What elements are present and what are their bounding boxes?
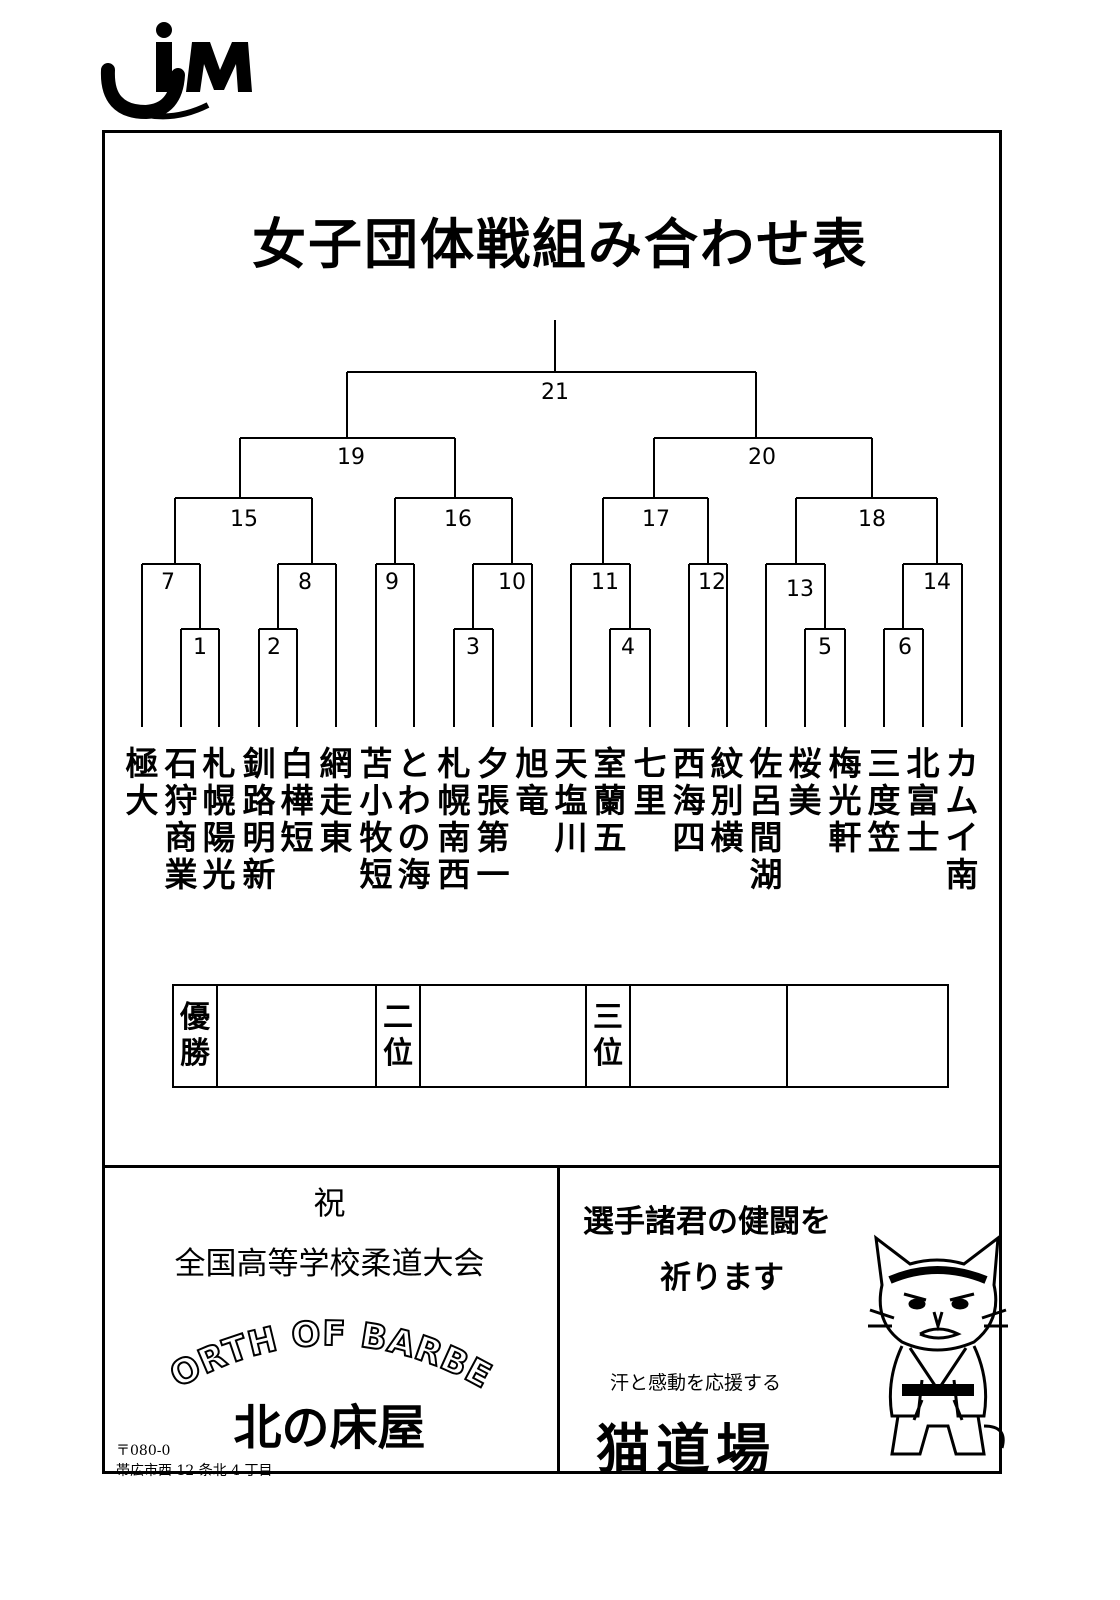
match-number-7: 7 [161,570,175,595]
match-number-15: 15 [230,507,258,532]
match-number-8: 8 [298,570,312,595]
match-number-17: 17 [642,507,670,532]
first-place-label: 優勝 [174,986,218,1086]
third-place-cell-2 [788,986,947,1086]
match-number-12: 12 [698,570,726,595]
team-1: 極大 [125,744,159,820]
ad-left-shop: 北の床屋 [233,1400,426,1456]
ad-right-line1: 選手諸君の健闘を [583,1204,831,1240]
bracket-lines [141,320,963,727]
match-number-14: 14 [923,570,951,595]
bracket-frame [102,130,1002,1474]
ad-right-line2: 祈ります [660,1260,784,1296]
match-number-2: 2 [267,635,281,660]
team-15: 西海四 [672,744,706,857]
svg-text:NORTH OF BARBER: NORTH OF BARBER [160,1305,499,1397]
barber-logo: NORTH OF BARBER [160,1305,499,1398]
ad-left-postal: 〒080-0 [116,1443,171,1459]
team-16: 紋別横 [710,744,744,857]
results-table: 優勝 二位 三位 [172,984,949,1088]
page-title: 女子団体戦組み合わせ表 [252,213,868,276]
team-19: 梅光軒 [828,744,862,857]
ad-divider-vertical [557,1165,560,1474]
team-21: 北富士 [906,744,940,857]
judo-cat-icon [868,1234,1008,1456]
match-number-21: 21 [541,380,569,405]
third-place-label: 三位 [587,986,631,1086]
match-number-10: 10 [498,570,526,595]
match-number-1: 1 [193,635,207,660]
team-5: 白樺短 [280,744,314,857]
match-number-19: 19 [337,445,365,470]
match-number-3: 3 [466,635,480,660]
team-3: 札幌陽光 [202,744,236,894]
match-number-9: 9 [385,570,399,595]
team-11: 旭竜 [515,744,549,820]
team-18: 桜美 [788,744,822,820]
ad-left-event: 全国高等学校柔道大会 [174,1246,485,1282]
team-4: 釧路明新 [242,744,276,894]
team-9: 札幌南西 [437,744,471,894]
match-number-4: 4 [621,635,635,660]
match-number-11: 11 [591,570,619,595]
team-7: 苫小牧短 [359,744,393,894]
team-10: 夕張第一 [476,744,510,894]
team-20: 三度笠 [867,744,901,857]
match-number-5: 5 [818,635,832,660]
match-number-20: 20 [748,445,776,470]
second-place-cell [421,986,587,1086]
team-8: とわの海 [397,744,431,894]
team-17: 佐呂間湖 [749,744,783,894]
ad-right-dojo: 猫道場 [596,1417,776,1481]
first-place-cell [218,986,377,1086]
ad-right-tagline: 汗と感動を応援する [610,1372,782,1394]
team-2: 石狩商業 [164,744,198,894]
team-12: 天塩川 [554,744,588,857]
match-number-18: 18 [858,507,886,532]
team-14: 七里 [633,744,667,820]
barber-brand-text: NORTH OF BARBER [160,1305,499,1398]
match-number-16: 16 [444,507,472,532]
match-number-6: 6 [898,635,912,660]
team-22: カムイ南 [945,744,979,894]
team-13: 室蘭五 [593,744,627,857]
match-number-13: 13 [786,577,814,602]
third-place-cell-1 [631,986,788,1086]
second-place-label: 二位 [377,986,421,1086]
ad-left-iwai: 祝 [313,1184,346,1222]
ijm-logo-icon [100,22,252,120]
ad-left-address: 帯広市西 12 条北 4 丁目 [116,1463,273,1479]
team-6: 網走東 [319,744,353,857]
ad-divider-horizontal [102,1165,1002,1168]
